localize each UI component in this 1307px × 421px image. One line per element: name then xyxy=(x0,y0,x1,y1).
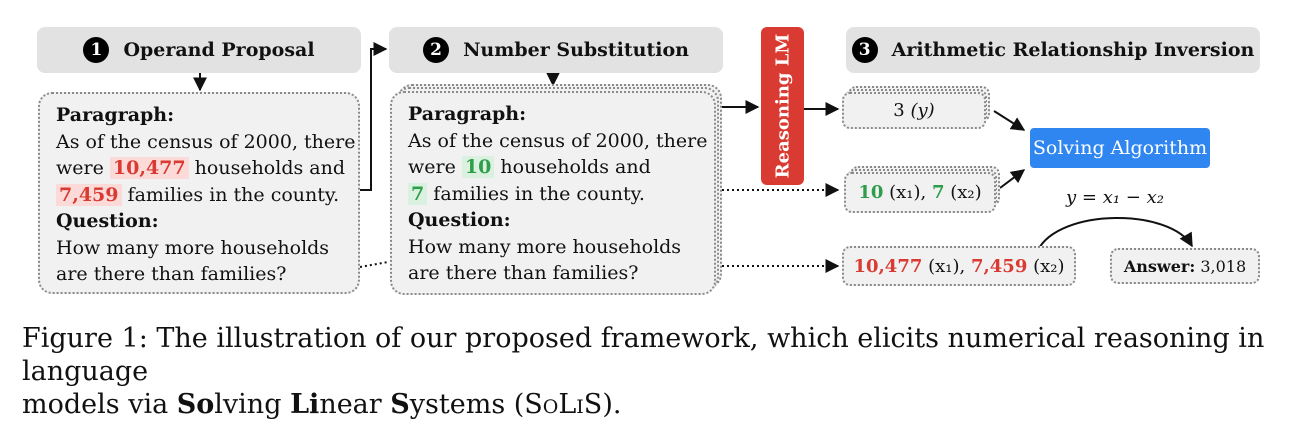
text-families: families in the county. xyxy=(433,182,645,205)
x2-small-value: 7 xyxy=(931,182,945,203)
text-were: were xyxy=(56,157,104,179)
paragraph-label: Paragraph: xyxy=(56,104,175,126)
paragraph-label: Paragraph: xyxy=(408,103,527,125)
text-households: households and xyxy=(194,157,345,179)
figure-caption: Figure 1: The illustration of our propos… xyxy=(22,322,1292,421)
substituted-households: 10 xyxy=(461,156,495,178)
arrow-left-to-header2 xyxy=(356,42,388,191)
paragraph-line-3: 7 families in the county. xyxy=(408,181,707,208)
step-number-3: 3 xyxy=(851,37,878,63)
arrow-curve-to-answer xyxy=(1037,217,1193,251)
stage-header-arithmetic-inversion: 3 Arithmetic Relationship Inversion xyxy=(846,27,1260,73)
answer-value: 3,018 xyxy=(1200,256,1247,276)
question-line-2: are there than families? xyxy=(408,262,639,284)
question-label: Question: xyxy=(56,210,159,232)
caption-bold-s: S xyxy=(390,389,410,420)
stage-title-2: Number Substitution xyxy=(463,39,689,61)
text-households: households and xyxy=(500,156,651,178)
x2-original-value: 7,459 xyxy=(970,255,1028,277)
x1-small-value: 10 xyxy=(858,182,884,203)
paragraph-line-2: were 10,477 households and xyxy=(56,155,355,182)
text-were: were xyxy=(408,156,456,178)
y-var: (y) xyxy=(910,100,935,121)
x1-original-value: 10,477 xyxy=(853,255,923,277)
y-result-box: 3 (y) xyxy=(842,92,986,129)
panel-original-text: Paragraph: As of the census of 2000, the… xyxy=(56,102,355,288)
x-original-box: 10,477 (x₁), 7,459 (x₂) xyxy=(842,246,1076,286)
caption-text-e: near xyxy=(319,389,391,420)
question-line-1: How many more households xyxy=(56,236,330,259)
stage-header-operand-proposal: 1 Operand Proposal xyxy=(37,27,361,73)
caption-text-c: lving xyxy=(214,389,291,420)
text-families: families in the county. xyxy=(127,183,340,206)
caption-text-a: models via xyxy=(22,389,177,420)
arrow-dotted-left-mid xyxy=(359,261,389,268)
equation-label: y = x₁ − x₂ xyxy=(1066,187,1164,208)
x2-label: (x₂) xyxy=(950,182,982,203)
step-number-2: 2 xyxy=(423,37,450,63)
solving-algorithm-box: Solving Algorithm xyxy=(1030,128,1210,168)
paragraph-line-3: 7,459 families in the county. xyxy=(56,182,355,209)
arrow-x-to-solver xyxy=(999,169,1026,189)
substituted-families: 7 xyxy=(408,182,428,205)
operand-families: 7,459 xyxy=(56,183,122,206)
reasoning-lm-label: Reasoning LM xyxy=(772,33,793,179)
reasoning-lm-box: Reasoning LM xyxy=(761,27,804,185)
paragraph-panel-original: Paragraph: As of the census of 2000, the… xyxy=(38,92,360,294)
arrow-y-to-solver xyxy=(993,110,1026,131)
stage-header-number-substitution: 2 Number Substitution xyxy=(389,27,723,73)
x1-label: (x₁), xyxy=(928,255,966,277)
caption-line-2: models via Solving Linear Systems (SoLiS… xyxy=(22,388,1292,421)
paragraph-panel-substituted: Paragraph: As of the census of 2000, the… xyxy=(390,91,716,295)
caption-text-g: ystems ( xyxy=(409,389,525,420)
paragraph-line-1: As of the census of 2000, there xyxy=(408,129,708,152)
answer-box: Answer: 3,018 xyxy=(1110,248,1260,284)
question-label: Question: xyxy=(408,209,511,231)
question-line-1: How many more households xyxy=(408,235,682,258)
question-line-2: are there than families? xyxy=(56,263,287,285)
caption-bold-so: So xyxy=(176,389,215,420)
stage-title-3: Arithmetic Relationship Inversion xyxy=(891,39,1255,61)
stage-title-1: Operand Proposal xyxy=(123,39,315,61)
y-value: 3 xyxy=(893,100,905,121)
x-substituted-box: 10 (x₁), 7 (x₂) xyxy=(844,172,996,213)
step-number-1: 1 xyxy=(83,37,110,63)
paragraph-line-1: As of the census of 2000, there xyxy=(56,130,356,153)
caption-line-1: Figure 1: The illustration of our propos… xyxy=(22,323,1265,387)
caption-bold-li: Li xyxy=(290,389,320,420)
panel-substituted-text: Paragraph: As of the census of 2000, the… xyxy=(408,101,707,287)
answer-label: Answer: xyxy=(1123,256,1196,276)
caption-solis: SoLiS xyxy=(524,389,603,420)
x2-label: (x₂) xyxy=(1033,255,1065,277)
operand-households: 10,477 xyxy=(109,157,189,179)
x1-label: (x₁), xyxy=(889,182,927,203)
paragraph-line-2: were 10 households and xyxy=(408,154,707,181)
caption-text-i: ). xyxy=(602,389,622,420)
